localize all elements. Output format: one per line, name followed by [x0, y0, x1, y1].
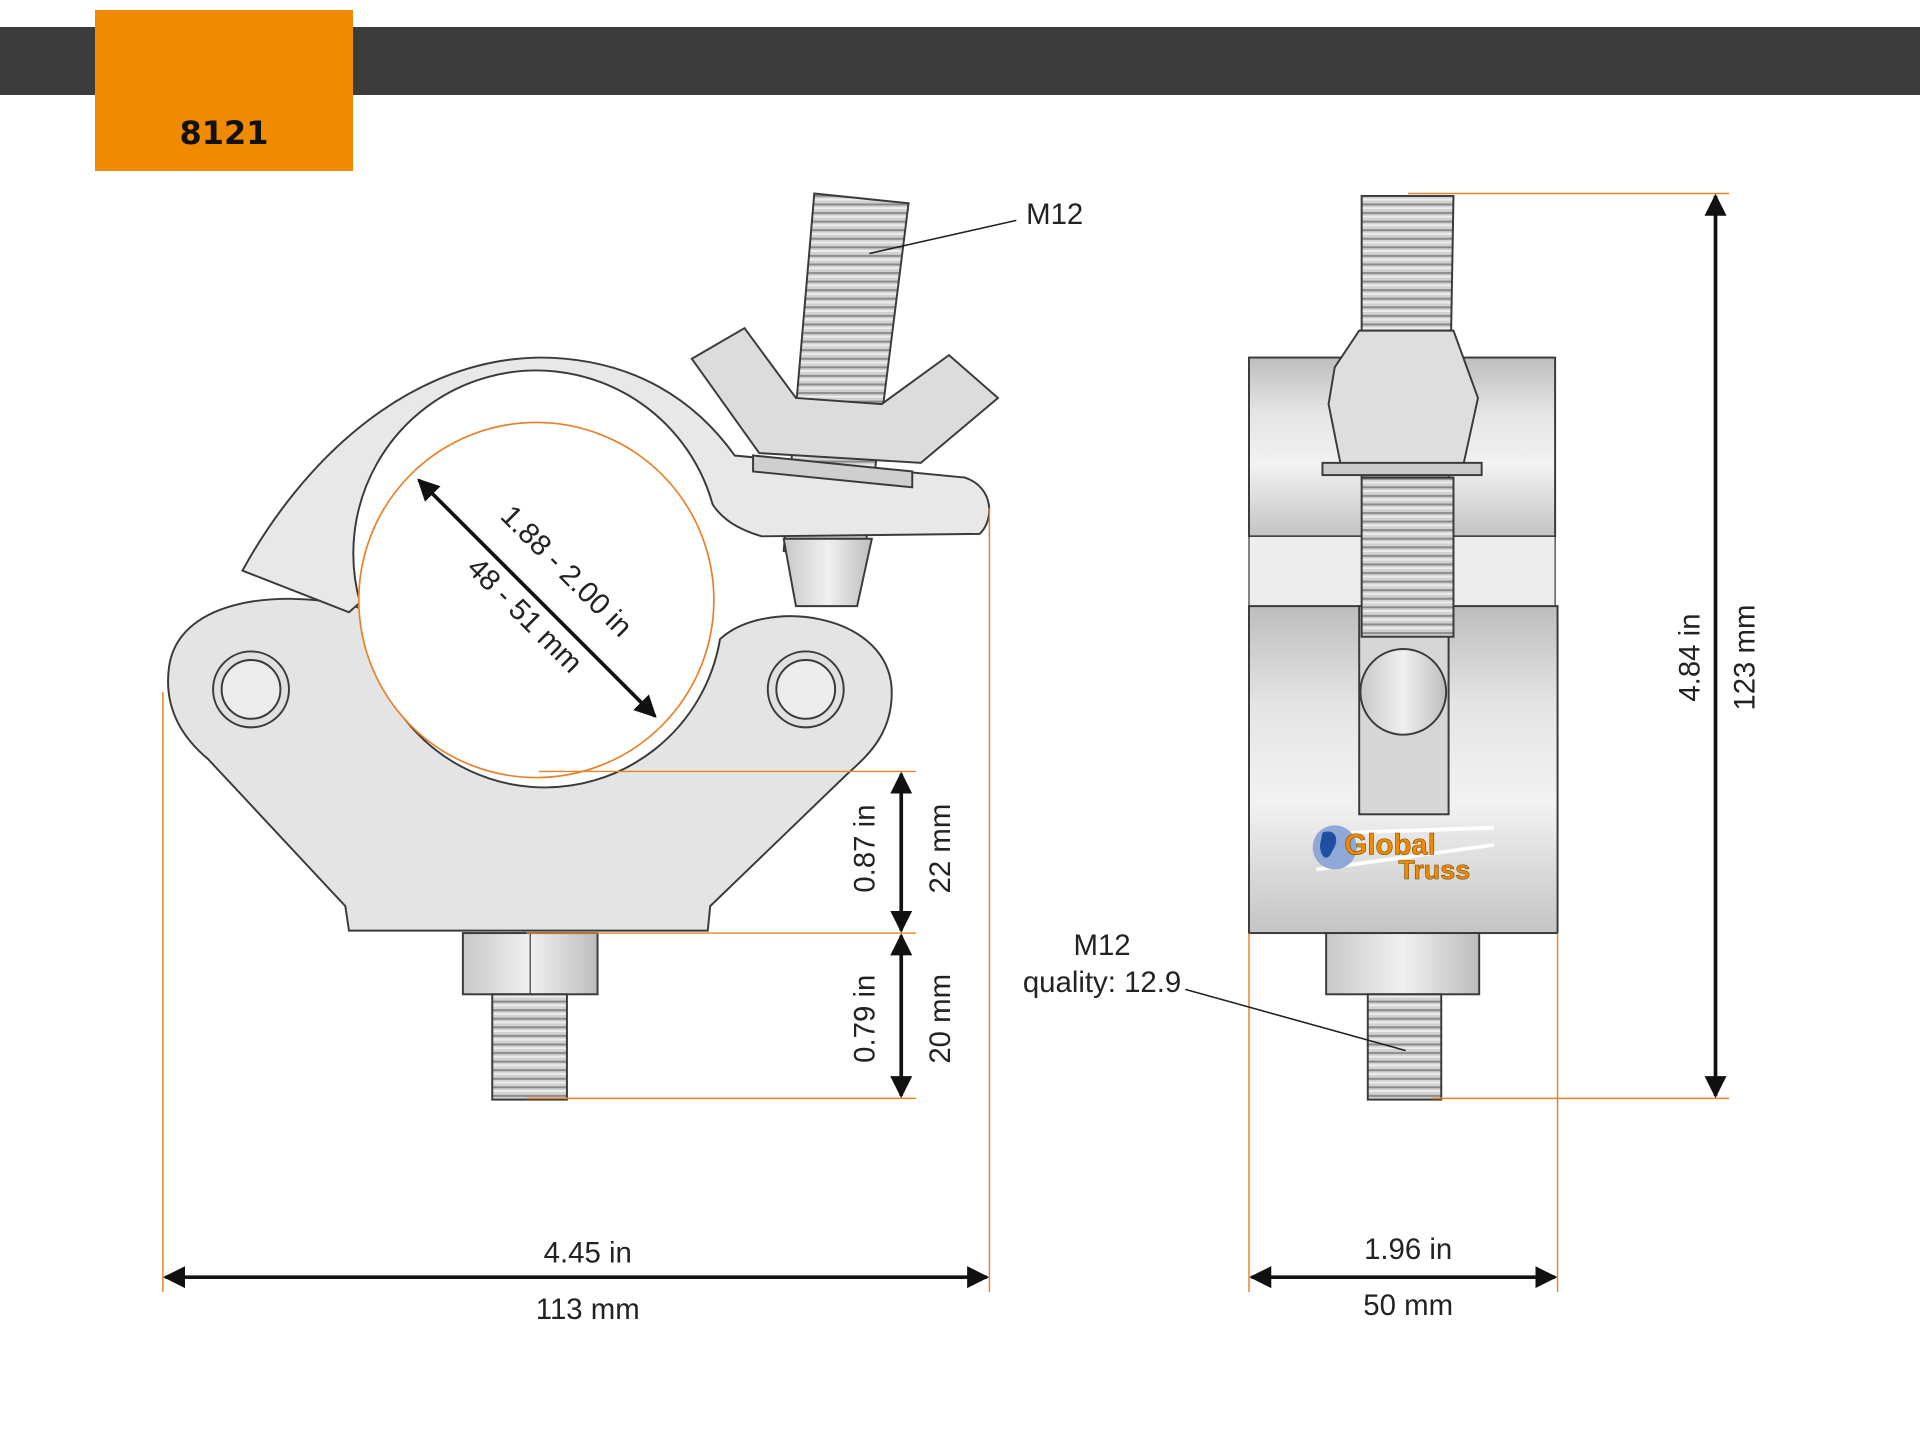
m12-leader: [869, 219, 1017, 255]
wing-nut: [690, 326, 1000, 464]
product-code: 8121: [179, 114, 269, 152]
dimension-labels: M12 1.88 - 2.00 in 48 - 51 mm 0.87 in 22…: [460, 198, 1761, 1326]
wing-nut-front: [1327, 329, 1479, 467]
diameter-dimension: [417, 478, 657, 718]
bolt-label-front: M12: [1073, 929, 1130, 962]
global-truss-logo: Global Truss: [1312, 825, 1495, 885]
bolt-ball: [1359, 648, 1448, 736]
height-mm-label: 123 mm: [1729, 604, 1762, 710]
quality-leader: [1185, 988, 1406, 1052]
front-width-in-label: 1.96 in: [1364, 1233, 1452, 1266]
logo-text-truss: Truss: [1398, 855, 1470, 885]
bolt-protrusion-in-label: 0.79 in: [848, 975, 881, 1063]
side-width-mm-label: 113 mm: [536, 1293, 640, 1326]
clamp-upper-jaw: [241, 356, 991, 614]
jaw-height-mm-label: 22 mm: [924, 804, 957, 894]
bolt-quality-label: quality: 12.9: [1023, 966, 1181, 999]
product-code-badge: [95, 10, 353, 171]
clamp-front-view: Global Truss: [1248, 194, 1559, 1101]
extension-lines: [162, 192, 1729, 1292]
front-width-mm-label: 50 mm: [1363, 1289, 1453, 1322]
bolt-thread-bottom: [491, 993, 568, 1101]
jaw-height-in-label: 0.87 in: [848, 804, 881, 892]
dimension-lines: [163, 193, 1727, 1289]
bolt-label-side: M12: [1026, 198, 1083, 231]
bolt-protrusion-mm-label: 20 mm: [924, 974, 957, 1064]
washer: [752, 454, 914, 489]
side-width-in-label: 4.45 in: [544, 1236, 632, 1269]
height-in-label: 4.84 in: [1674, 613, 1707, 701]
logo-text-global: Global: [1345, 829, 1436, 862]
bottom-nut-front: [1325, 932, 1481, 996]
